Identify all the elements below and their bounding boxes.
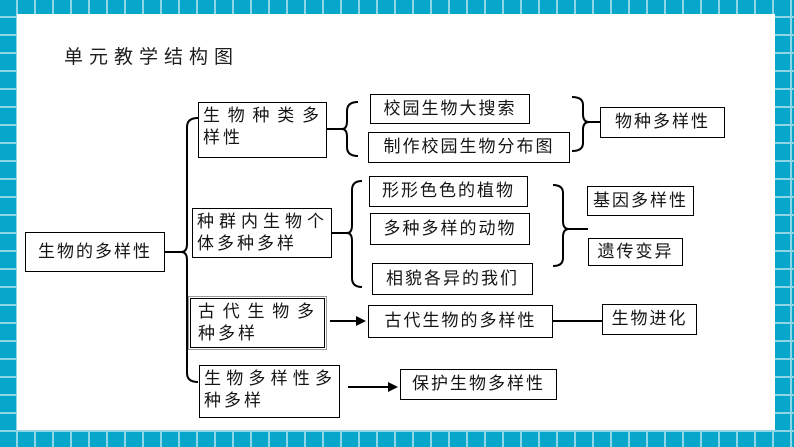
node-result-2-2: 遗传变异 xyxy=(588,238,683,266)
node-result-2-1: 基因多样性 xyxy=(587,186,694,216)
node-child-3-1: 古代生物的多样性 xyxy=(368,305,553,338)
node-branch-3: 古代生物多种多样 xyxy=(188,296,327,350)
node-branch-1: 生物种类多样性 xyxy=(198,102,327,158)
node-child-1-1: 校园生物大搜索 xyxy=(370,94,530,124)
node-child-1-2: 制作校园生物分布图 xyxy=(368,132,570,163)
node-child-4-1: 保护生物多样性 xyxy=(400,369,557,400)
node-root: 生物的多样性 xyxy=(25,232,165,272)
node-result-1: 物种多样性 xyxy=(600,107,725,138)
node-child-2-3: 相貌各异的我们 xyxy=(372,263,533,295)
node-branch-2: 种群内生物个体多种多样 xyxy=(192,208,332,258)
node-child-2-1: 形形色色的植物 xyxy=(369,176,528,207)
node-result-3: 生物进化 xyxy=(602,304,697,335)
slide-title: 单元教学结构图 xyxy=(64,47,240,68)
node-child-2-2: 多种多样的动物 xyxy=(370,213,530,245)
node-branch-4: 生物多样性多种多样 xyxy=(199,365,340,418)
